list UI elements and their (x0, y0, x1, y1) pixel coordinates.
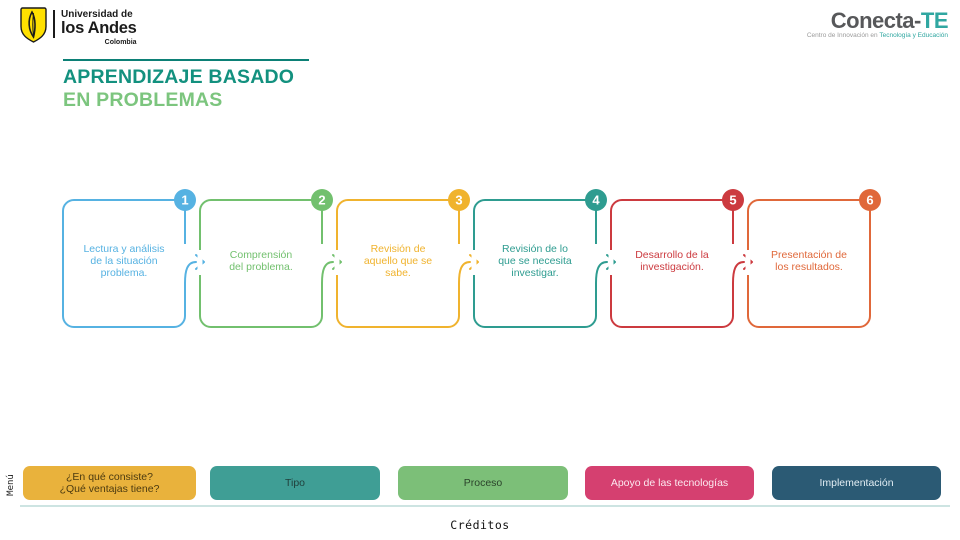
uniandes-shield-icon (20, 7, 47, 43)
menu-separator (20, 505, 950, 507)
step-number: 5 (729, 193, 736, 208)
menu-button-proceso[interactable]: Proceso (398, 466, 568, 500)
step-arrow (595, 261, 608, 284)
step-arrow (184, 261, 197, 284)
step-number: 2 (318, 193, 325, 208)
step-number: 1 (181, 193, 188, 208)
menu-side-label: Menú (6, 474, 16, 496)
menu-button-label: Proceso (463, 477, 503, 489)
menu-button-apoyo-tecnologias[interactable]: Apoyo de las tecnologías (585, 466, 754, 500)
menu-button-implementacion[interactable]: Implementación (772, 466, 941, 500)
uniandes-name-bottom: los Andes (61, 19, 137, 37)
step-number-badge (311, 189, 333, 211)
step-number-badge (174, 189, 196, 211)
menu-button-label: ¿Qué ventajas tiene? (59, 483, 160, 495)
step-number: 4 (592, 193, 600, 208)
conectate-brand-accent: TE (920, 8, 949, 33)
step-number-badge (585, 189, 607, 211)
step-number: 3 (455, 193, 462, 208)
menu-button-label: Tipo (284, 477, 306, 489)
page-title: APRENDIZAJE BASADO EN PROBLEMAS (63, 66, 294, 112)
menu-button-tipo[interactable]: Tipo (210, 466, 380, 500)
step-arrow (732, 261, 745, 284)
step-number: 6 (866, 193, 873, 208)
step-number-badge (722, 189, 744, 211)
uniandes-name-top: Universidad de (61, 9, 133, 20)
menu-button-label: Apoyo de las tecnologías (610, 477, 729, 489)
menu-button-label: Implementación (819, 477, 894, 489)
conectate-logo: Conecta-TE Centro de Innovación en Tecno… (806, 8, 949, 39)
step-arrow (321, 261, 334, 284)
menu-button-label: ¿En qué consiste? (66, 471, 153, 483)
conectate-tagline-accent: Tecnología y Educación (879, 32, 948, 39)
page-title-line1: APRENDIZAJE BASADO (63, 66, 295, 88)
uniandes-logo: Universidad de los Andes Colombia (20, 7, 137, 46)
title-rule (63, 59, 309, 61)
page-title-line2: EN PROBLEMAS (63, 89, 223, 111)
conectate-brand: Conecta-TE (830, 8, 949, 33)
uniandes-logo-divider (53, 10, 55, 38)
menu-button-consiste[interactable]: ¿En qué consiste?¿Qué ventajas tiene? (23, 466, 196, 500)
uniandes-country: Colombia (104, 39, 137, 46)
step-number-badge (448, 189, 470, 211)
conectate-tagline: Centro de Innovación en Tecnología y Edu… (806, 32, 948, 39)
step-number-badge (859, 189, 881, 211)
credits-link[interactable]: Créditos (450, 518, 510, 532)
step-arrow (458, 261, 471, 284)
